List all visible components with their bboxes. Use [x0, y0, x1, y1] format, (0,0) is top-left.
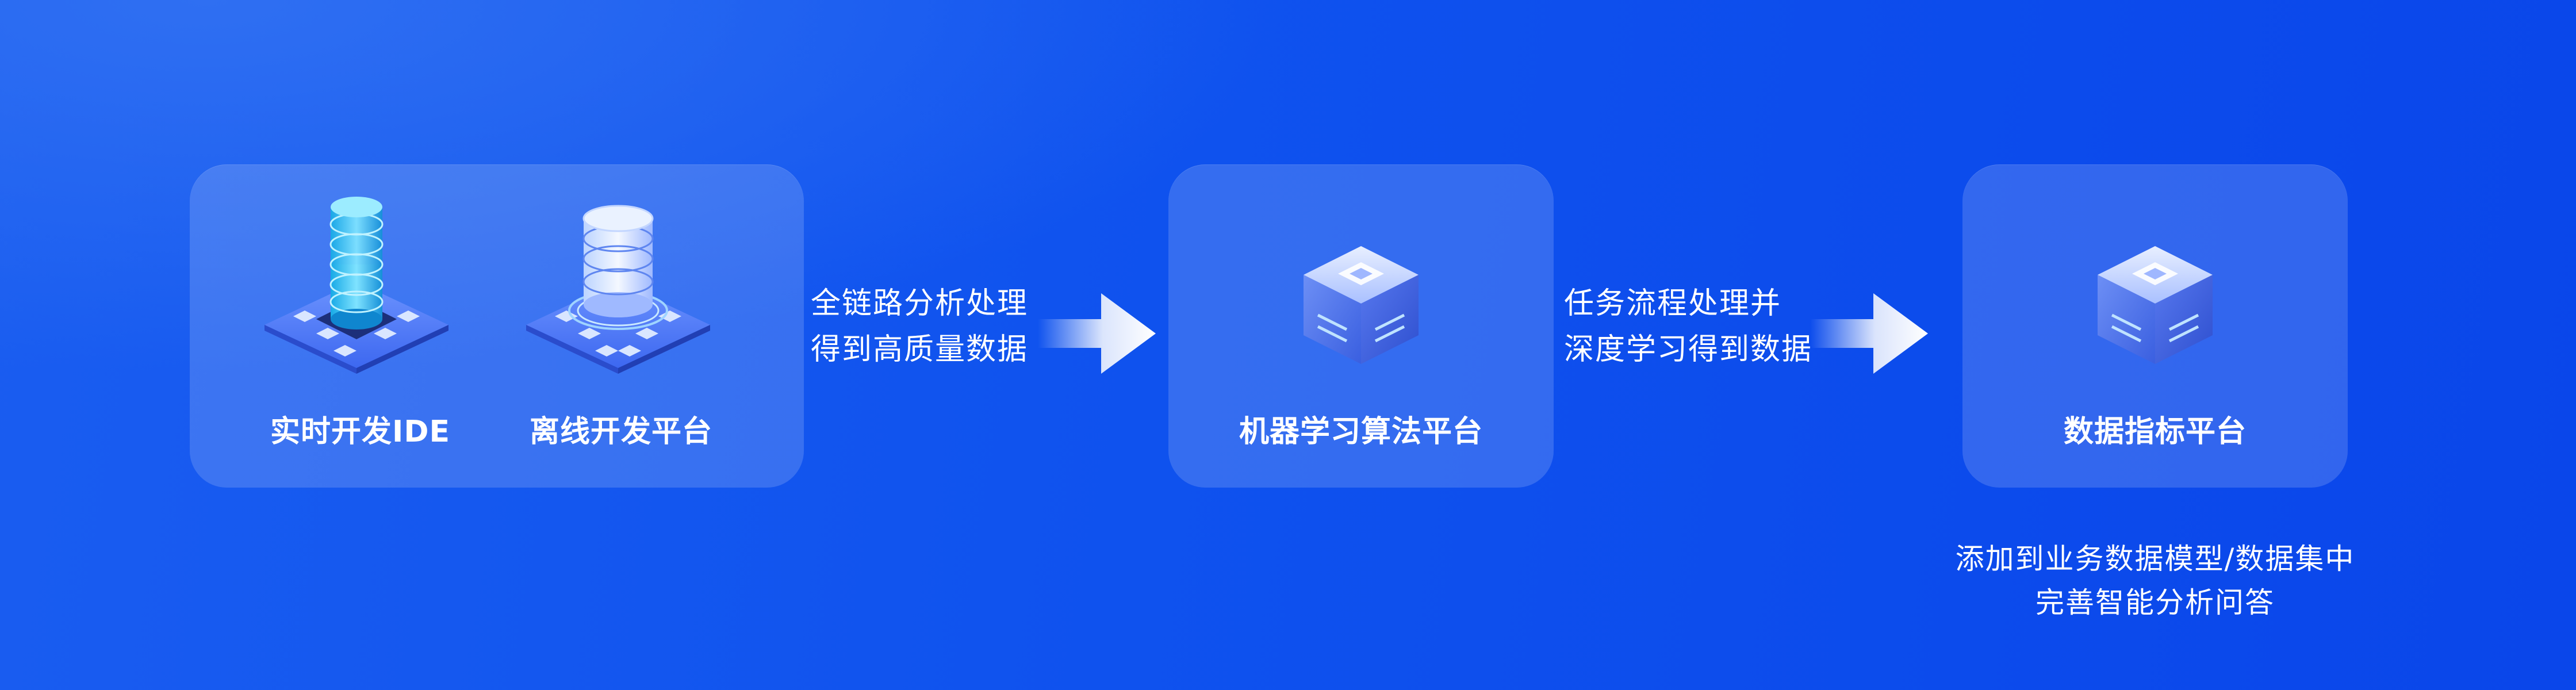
database-cylinder-icon [526, 205, 710, 374]
arrow-right-icon [1038, 293, 1156, 374]
flow-text-1: 全链路分析处理 得到高质量数据 [811, 281, 1029, 373]
flow-text-1-line1: 全链路分析处理 [811, 286, 1029, 321]
flow-text-2-line2: 深度学习得到数据 [1564, 332, 1813, 367]
flow-text-2-line1: 任务流程处理并 [1564, 286, 1782, 321]
arrow-right-icon [1810, 293, 1928, 374]
database-stack-icon [264, 197, 448, 374]
flow-text-2: 任务流程处理并 深度学习得到数据 [1564, 281, 1813, 373]
bottom-note-line1: 添加到业务数据模型/数据集中 [1955, 542, 2355, 576]
stage-label-ml-platform: 机器学习算法平台 [1239, 415, 1483, 449]
stage-label-realtime-ide: 实时开发IDE [270, 415, 451, 449]
stage-label-offline-platform: 离线开发平台 [529, 415, 712, 449]
flow-text-1-line2: 得到高质量数据 [811, 332, 1029, 367]
bottom-note: 添加到业务数据模型/数据集中 完善智能分析问答 [1925, 537, 2385, 624]
stage-label-metrics-platform: 数据指标平台 [2063, 415, 2247, 449]
cube-icon [2098, 246, 2213, 364]
bottom-note-line2: 完善智能分析问答 [2035, 586, 2275, 619]
cube-icon [1304, 246, 1419, 364]
